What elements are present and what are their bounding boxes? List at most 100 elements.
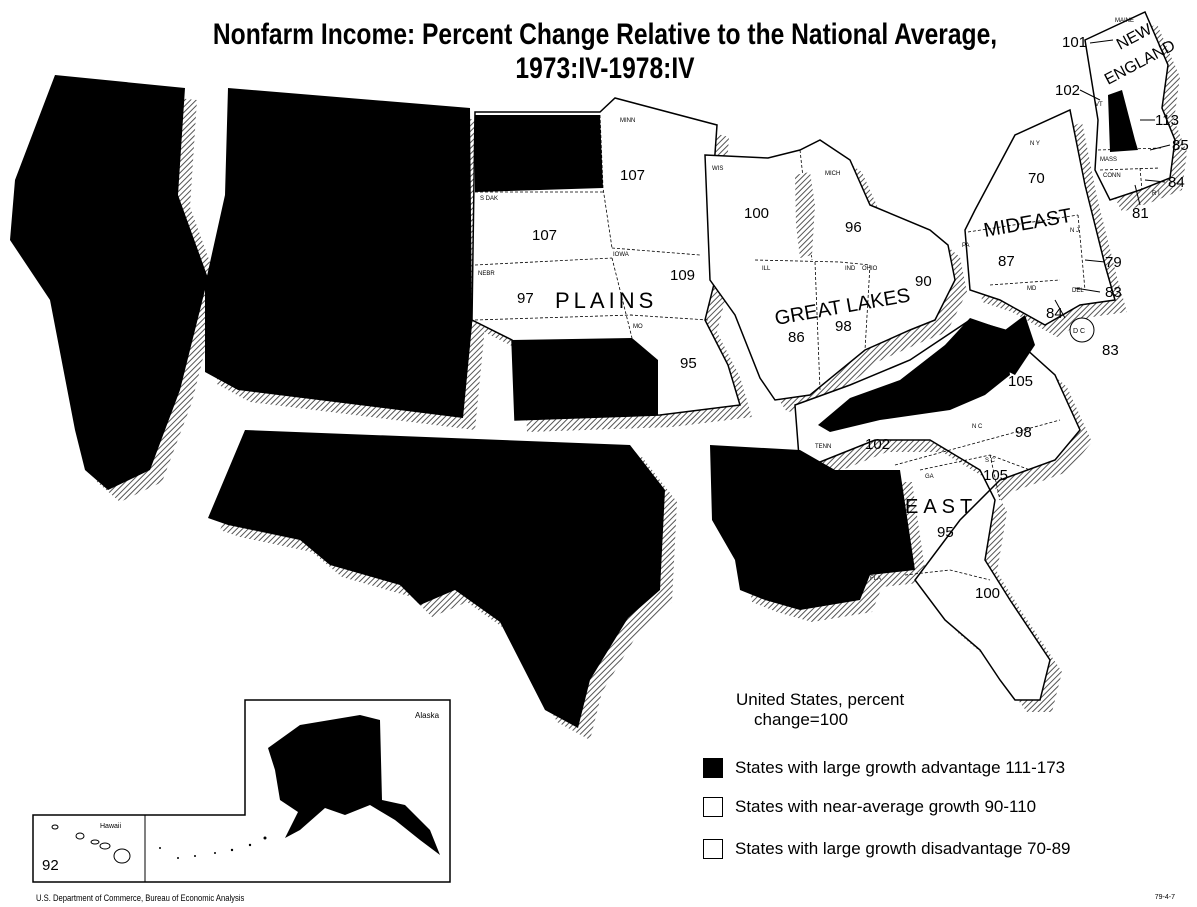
abbr-minn: MINN: [620, 118, 635, 124]
label-alaska: Alaska: [415, 711, 440, 720]
value-illinois: 86: [788, 329, 805, 346]
abbr-nj: N J: [1070, 228, 1079, 234]
state-values: 107 107 97 109 95 100 96 86 98 90 70 87 …: [517, 34, 1189, 602]
value-connecticut: 81: [1132, 205, 1149, 222]
abbr-mich: MICH: [825, 171, 840, 177]
region-label-east: EAST: [905, 496, 977, 518]
abbr-pa: PA: [962, 243, 970, 249]
abbr-ri: R I: [1152, 191, 1160, 197]
callout-lines: [1054, 39, 1171, 319]
label-hawaii: Hawaii: [100, 823, 121, 830]
legend-heading-line2: change=100: [754, 710, 849, 729]
value-nebraska: 97: [517, 290, 534, 307]
value-new-york: 70: [1028, 170, 1045, 187]
abbr-fla: FLA: [870, 576, 881, 582]
abbr-ny: N Y: [1030, 141, 1040, 147]
abbr-md: MD: [1027, 286, 1037, 292]
value-south-dakota: 107: [532, 227, 557, 244]
hawaii-islands: [51, 824, 131, 864]
abbr-nc: N C: [972, 424, 983, 430]
map-title-line1: Nonfarm Income: Percent Change Relative …: [212, 18, 998, 51]
state-new-hampshire: [1108, 90, 1138, 152]
inset-alaska-hawaii: Alaska Hawaii 92: [32, 699, 451, 883]
region-label-plains: PLAINS: [555, 288, 657, 313]
legend-swatch-light: [703, 797, 723, 817]
abbr-maine: MAINE: [1115, 18, 1134, 24]
region-mideast: [964, 108, 1116, 326]
value-tennessee: 102: [865, 436, 890, 453]
abbr-wis: WIS: [712, 166, 723, 172]
lake-michigan: [795, 172, 815, 258]
abbr-del: DEL: [1072, 288, 1084, 294]
region-southwest: [208, 430, 665, 728]
legend-swatch-light-2: [703, 839, 723, 859]
value-hawaii: 92: [42, 857, 59, 874]
aleutian-islands: [159, 836, 267, 859]
mideast-borders: [967, 214, 1086, 291]
source-credit: U.S. Department of Commerce, Bureau of E…: [36, 893, 245, 903]
abbr-ill: ILL: [762, 266, 771, 272]
abbr-vt: VT: [1095, 102, 1103, 108]
value-wisconsin: 100: [744, 205, 769, 222]
legend-swatch-dark: [703, 758, 723, 778]
abbr-nebr: NEBR: [478, 271, 495, 277]
region-new-england: [1084, 10, 1176, 201]
region-rocky-mountain: [205, 88, 472, 418]
value-minnesota: 107: [620, 167, 645, 184]
state-south-central-group: [710, 445, 915, 610]
state-kansas: [512, 338, 658, 420]
value-pennsylvania: 87: [998, 253, 1015, 270]
state-alaska: [268, 715, 440, 855]
value-florida: 100: [975, 585, 1000, 602]
value-iowa: 109: [670, 267, 695, 284]
abbr-ohio: OHIO: [862, 266, 878, 272]
abbr-conn: CONN: [1103, 173, 1121, 179]
figure-code: 79-4-7: [1154, 894, 1175, 901]
value-new-jersey: 79: [1105, 254, 1122, 271]
abbr-ga: GA: [925, 474, 934, 480]
abbr-sdak: S DAK: [480, 196, 498, 202]
value-new-hampshire: 113: [1155, 112, 1179, 129]
legend-label-near-average: States with near-average growth 90-110: [735, 797, 1037, 816]
legend-item-advantage: States with large growth advantage 111-1…: [703, 758, 1065, 778]
plains-borders: [474, 114, 709, 339]
map-title-line2: 1973:IV-1978:IV: [515, 52, 695, 85]
value-ohio: 90: [915, 273, 932, 290]
dc-circle: [1069, 317, 1095, 343]
region-great-lakes: [704, 139, 956, 401]
southeast-borders: [894, 419, 1061, 581]
state-kentucky: [818, 318, 1010, 432]
value-rhode-island: 84: [1168, 174, 1185, 191]
legend-item-near-average: States with near-average growth 90-110: [703, 797, 1036, 817]
value-georgia: 95: [937, 524, 954, 541]
value-maine: 101: [1062, 34, 1087, 51]
value-missouri: 95: [680, 355, 697, 372]
abbr-mo: MO: [633, 324, 643, 330]
legend-label-advantage: States with large growth advantage 111-1…: [735, 758, 1066, 777]
state-west-virginia: [1005, 315, 1035, 375]
state-abbreviations: MINN S DAK NEBR IOWA MO WIS MICH ILL IND…: [478, 18, 1160, 582]
state-north-dakota: [475, 115, 603, 192]
value-virginia: 105: [1008, 373, 1033, 390]
value-north-carolina: 98: [1015, 424, 1032, 441]
value-delaware: 83: [1105, 284, 1122, 301]
region-far-west: [10, 75, 208, 490]
map-title: Nonfarm Income: Percent Change Relative …: [109, 18, 1101, 86]
value-south-carolina: 105: [983, 467, 1008, 484]
abbr-mass: MASS: [1100, 157, 1117, 163]
abbr-ind: IND: [845, 266, 856, 272]
value-dc: 83: [1102, 342, 1119, 359]
value-vermont: 102: [1055, 82, 1080, 99]
abbr-sc: S C: [985, 458, 996, 464]
abbr-va: VA: [1018, 341, 1026, 347]
abbr-tenn: TENN: [815, 444, 831, 450]
value-indiana: 98: [835, 318, 852, 335]
legend-heading-line1: United States, percent: [736, 690, 905, 709]
legend-heading: United States, percent change=100: [736, 690, 904, 730]
abbr-dc: D C: [1073, 328, 1085, 335]
value-massachusetts: 85: [1172, 137, 1189, 154]
abbr-iowa: IOWA: [613, 252, 629, 258]
legend-label-disadvantage: States with large growth disadvantage 70…: [735, 839, 1071, 858]
